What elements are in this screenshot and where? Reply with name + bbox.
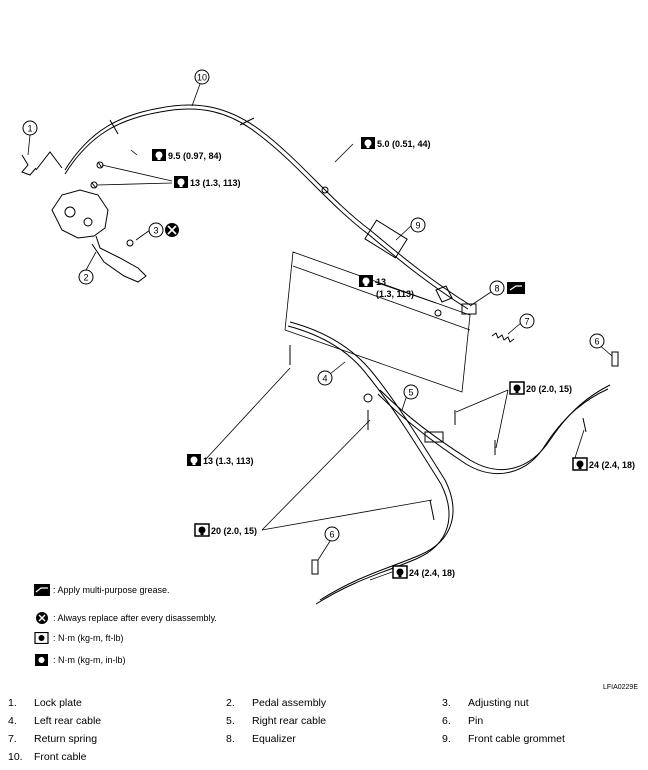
figure-id: LFIA0229E (602, 684, 638, 691)
part-number: 4. (8, 715, 17, 727)
svg-text:6: 6 (594, 337, 599, 347)
legend-grease-text: : Apply multi-purpose grease. (53, 585, 170, 595)
part-label: Front cable grommet (468, 733, 565, 745)
svg-text:24 (2.4, 18): 24 (2.4, 18) (589, 460, 635, 470)
replace-icon (165, 223, 179, 237)
svg-text:2: 2 (83, 273, 88, 283)
part-number: 2. (226, 697, 235, 709)
svg-text:13 (1.3, 113): 13 (1.3, 113) (190, 178, 241, 188)
pedal-assembly (51, 161, 147, 283)
svg-text:20 (2.0, 15): 20 (2.0, 15) (211, 526, 257, 536)
svg-text:5.0 (0.51, 44): 5.0 (0.51, 44) (377, 139, 431, 149)
lock-plate (21, 154, 37, 176)
pin-right (611, 351, 619, 367)
callout-2: 2 (78, 269, 94, 285)
part-number: 8. (226, 733, 235, 745)
legend-grease: : Apply multi-purpose grease. (34, 584, 170, 596)
svg-text:24 (2.4, 18): 24 (2.4, 18) (409, 568, 455, 578)
svg-text:10: 10 (197, 73, 207, 83)
equalizer (434, 285, 477, 317)
legend-replace: : Always replace after every disassembly… (34, 612, 217, 624)
callout-6-right: 6 (589, 333, 605, 349)
part-number: 9. (442, 733, 451, 745)
grease-icon (34, 584, 50, 596)
callout-10: 10 (194, 69, 210, 85)
torque-label-4: 13 (1.3, 113) (359, 275, 414, 299)
part-label: Right rear cable (252, 715, 327, 727)
svg-text:8: 8 (494, 284, 499, 294)
right-rear-cable (377, 384, 611, 475)
callout-5: 5 (403, 384, 419, 400)
part-number: 3. (442, 697, 451, 709)
front-cable (35, 104, 471, 310)
part-label: Return spring (34, 733, 98, 745)
part-number: 7. (8, 733, 17, 745)
pin-left (311, 559, 319, 575)
legend-replace-text: : Always replace after every disassembly… (53, 613, 217, 623)
part-label: Pedal assembly (252, 697, 327, 709)
replace-icon (36, 612, 48, 624)
left-rear-cable (287, 321, 454, 605)
svg-text:1: 1 (27, 124, 32, 134)
leader-lines (27, 83, 613, 581)
torque-label-3: 5.0 (0.51, 44) (361, 137, 431, 149)
torque-label-1: 9.5 (0.97, 84) (152, 149, 222, 161)
legend-nm-ftlb: : N·m (kg-m, ft-lb) (34, 632, 124, 644)
callout-1: 1 (22, 120, 38, 136)
svg-text:(1.3, 113): (1.3, 113) (376, 289, 414, 299)
svg-text:6: 6 (329, 530, 334, 540)
svg-text:9: 9 (415, 221, 420, 231)
torque-label-6: 13 (1.3, 113) (187, 454, 254, 466)
callout-4: 4 (317, 370, 333, 386)
part-number: 10. (8, 751, 23, 763)
legend-nm-inlb-text: : N·m (kg-m, in-lb) (53, 655, 126, 665)
svg-text:5: 5 (408, 388, 413, 398)
part-label: Lock plate (34, 697, 82, 709)
torque-label-7: 24 (2.4, 18) (572, 457, 635, 471)
part-label: Adjusting nut (468, 697, 529, 709)
torque-wrench-filled-icon (35, 654, 48, 666)
part-label: Front cable (34, 751, 87, 763)
grease-icon-equalizer (507, 282, 525, 294)
part-label: Equalizer (252, 733, 296, 745)
part-number: 6. (442, 715, 451, 727)
torque-label-2: 13 (1.3, 113) (174, 176, 241, 188)
equalizer-area-box (284, 251, 471, 393)
torque-wrench-outline-icon (34, 632, 49, 644)
part-number: 1. (8, 697, 17, 709)
callout-7: 7 (519, 313, 535, 329)
torque-label-5: 20 (2.0, 15) (509, 381, 572, 395)
svg-text:13: 13 (376, 277, 386, 287)
legend-nm-ftlb-text: : N·m (kg-m, ft-lb) (53, 633, 124, 643)
svg-text:4: 4 (322, 374, 327, 384)
return-spring (491, 332, 515, 343)
svg-text:3: 3 (153, 226, 158, 236)
callout-8: 8 (489, 280, 505, 296)
callout-3: 3 (148, 222, 164, 238)
svg-text:9.5 (0.97, 84): 9.5 (0.97, 84) (168, 151, 222, 161)
torque-label-8: 20 (2.0, 15) (194, 523, 257, 537)
part-label: Left rear cable (34, 715, 102, 727)
torque-label-9: 24 (2.4, 18) (392, 565, 455, 579)
legend-nm-inlb: : N·m (kg-m, in-lb) (34, 654, 126, 666)
callout-6-left: 6 (324, 526, 340, 542)
callout-9: 9 (410, 217, 426, 233)
svg-text:7: 7 (524, 317, 529, 327)
part-label: Pin (468, 715, 484, 727)
svg-text:20 (2.0, 15): 20 (2.0, 15) (526, 384, 572, 394)
part-number: 5. (226, 715, 235, 727)
svg-text:13 (1.3, 113): 13 (1.3, 113) (203, 456, 254, 466)
